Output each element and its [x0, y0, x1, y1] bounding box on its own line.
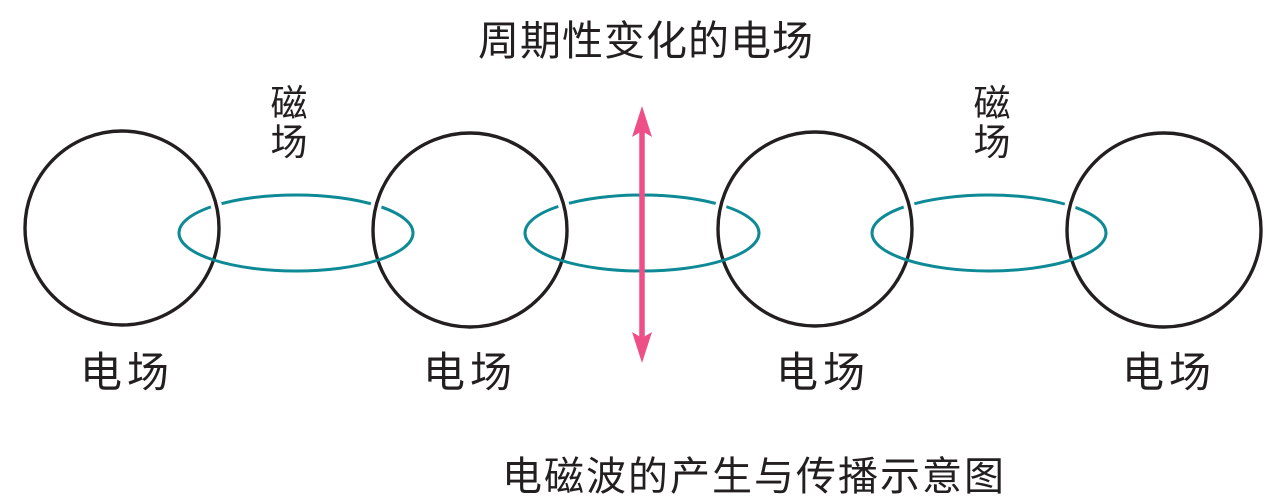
electric-field-label-1: 电场: [79, 348, 175, 397]
magnetic-field-label-2: 磁场: [973, 82, 1011, 164]
diagram-caption: 电磁波的产生与传播示意图: [502, 454, 1006, 500]
oscillation-arrow: [632, 106, 652, 363]
magnetic-ellipse-3-top-arc: [870, 193, 1108, 235]
electric-field-circle-2: [371, 131, 569, 329]
arrow-head-down-icon: [632, 332, 652, 363]
diagram-title: 周期性变化的电场: [478, 17, 814, 65]
magnetic-ellipse-3-bottom-arc: [870, 231, 1108, 273]
electric-field-circle-1: [23, 129, 221, 327]
arrow-head-up-icon: [632, 106, 652, 137]
electric-field-circle-4: [1065, 131, 1263, 329]
electric-field-label-4: 电场: [1121, 348, 1217, 397]
electric-field-circles: [23, 129, 1263, 329]
electric-field-label-2: 电场: [422, 348, 518, 397]
electric-field-label-3: 电场: [775, 348, 871, 397]
electric-field-circle-3: [716, 130, 914, 328]
magnetic-ellipse-1-top-arc: [177, 193, 415, 235]
magnetic-field-label-1: 磁场: [270, 82, 308, 164]
magnetic-ellipse-1-bottom-arc: [177, 231, 415, 273]
